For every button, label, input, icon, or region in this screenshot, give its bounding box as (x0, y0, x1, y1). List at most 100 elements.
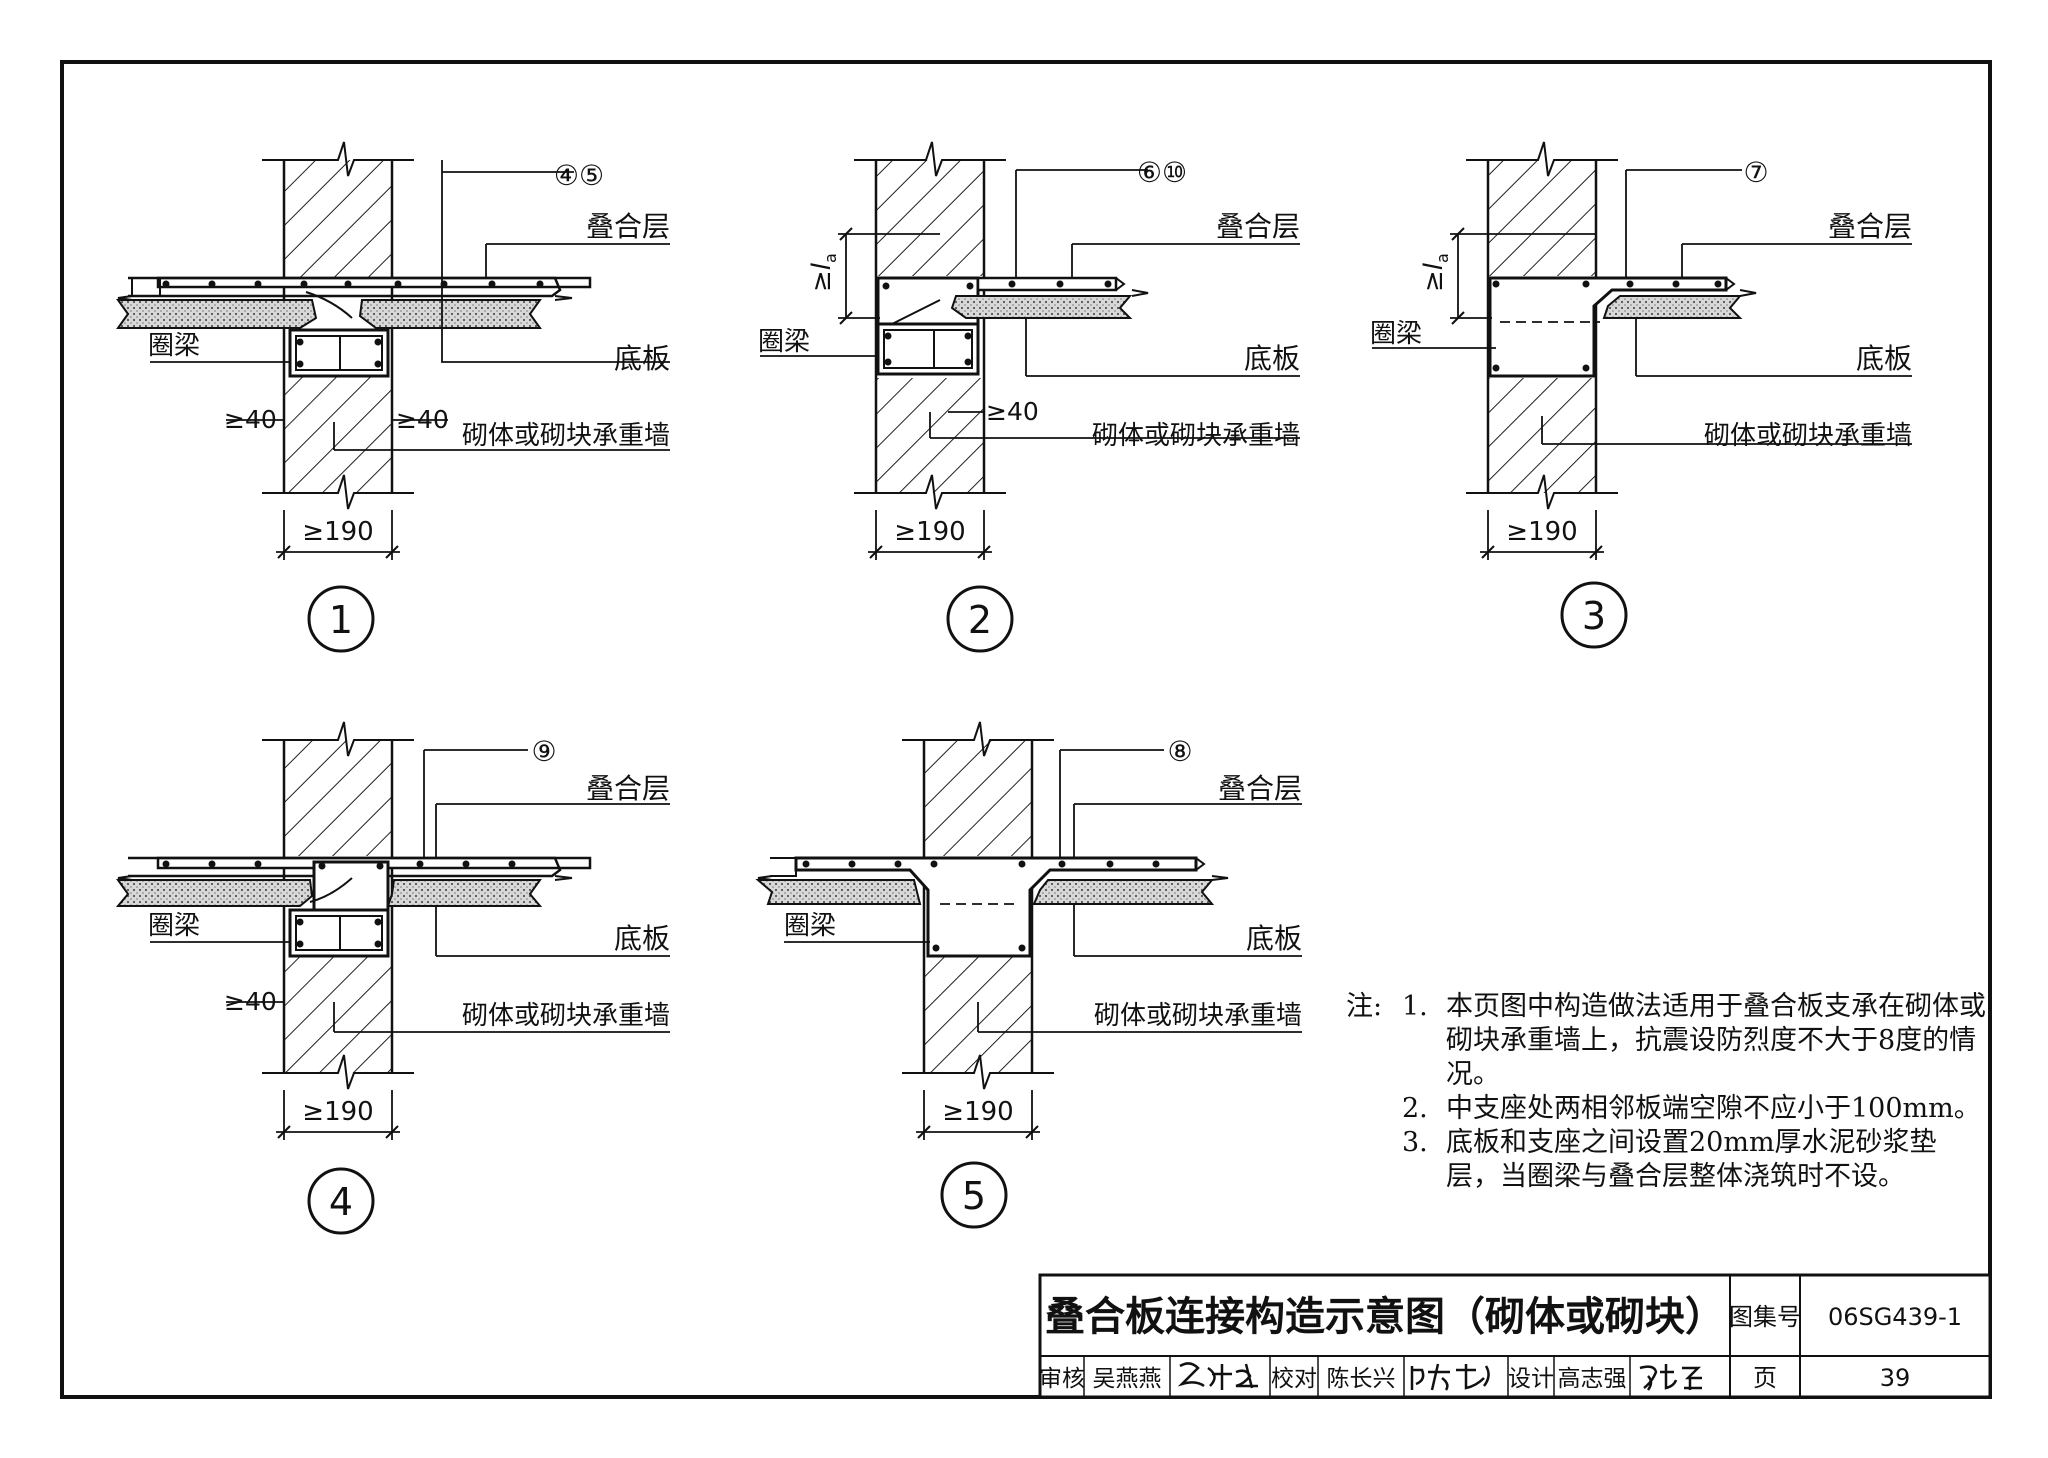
detail-marker (307, 585, 375, 653)
dim-190-label: ≥190 (894, 517, 965, 547)
break-line (854, 141, 1006, 177)
detail-number: 1 (329, 598, 353, 642)
wall-label: 砌体或砌块承重墙 (1092, 421, 1300, 451)
dim-40-label: ≥40 (224, 987, 277, 1016)
atlas-number: 06SG439-1 (1828, 1303, 1962, 1331)
detail-number: 4 (329, 1180, 353, 1224)
bottom-slab-label: 底板 (614, 342, 670, 375)
design-label: 设计 (1508, 1366, 1554, 1392)
note-text: 本页图中构造做法适用于叠合板支承在砌体或砌块承重墙上，抗震设防烈度不大于8度的情… (1446, 991, 1986, 1090)
checker-name: 陈长兴 (1327, 1366, 1396, 1392)
detail-number: 2 (968, 598, 992, 642)
break-line (262, 474, 414, 510)
callout-number: ⑨ (531, 735, 556, 768)
break-line (1466, 141, 1618, 177)
bottom-slab-label: 底板 (1244, 342, 1300, 375)
dim-190-label: ≥190 (302, 517, 373, 547)
ring-beam-label: 圈梁 (784, 911, 836, 941)
leader-line (441, 160, 670, 363)
note-number: 2. (1402, 1093, 1428, 1124)
composite-layer-label: 叠合层 (586, 772, 670, 805)
detail-marker (1560, 581, 1628, 649)
reviewer-name: 吴燕燕 (1093, 1366, 1162, 1392)
la-label: ≥la (1419, 253, 1452, 292)
composite-layer-label: 叠合层 (586, 210, 670, 243)
detail-marker (946, 585, 1014, 653)
bottom-slab-label: 底板 (614, 922, 670, 955)
bottom-slab (358, 299, 542, 329)
detail-5: 5 ⑧ 叠合层 底板 圈梁 砌体或砌块承重墙 ≥190 (755, 721, 1302, 1229)
note-text: 底板和支座之间设置20mm厚水泥砂浆垫层，当圈梁与叠合层整体浇筑时不设。 (1446, 1127, 1937, 1192)
detail-number: 3 (1582, 594, 1606, 638)
dim-40-label: ≥40 (224, 405, 277, 434)
detail-number: 5 (962, 1174, 986, 1218)
note-item: 2. 中支座处两相邻板端空隙不应小于100mm。 (1402, 1092, 1986, 1126)
note-item: 1. 本页图中构造做法适用于叠合板支承在砌体或砌块承重墙上，抗震设防烈度不大于8… (1402, 990, 1986, 1092)
title-block: 叠合板连接构造示意图（砌体或砌块） 图集号 06SG439-1 页 39 审核 … (1038, 1273, 1992, 1399)
bottom-slab-label: 底板 (1246, 922, 1302, 955)
break-line (262, 721, 414, 757)
ring-beam (1488, 276, 1728, 378)
dim-190-label: ≥190 (302, 1097, 373, 1127)
bottom-slab (1602, 295, 1743, 319)
composite-layer-label: 叠合层 (1216, 210, 1300, 243)
ring-beam-label: 圈梁 (1370, 319, 1422, 349)
ring-beam-label: 圈梁 (148, 911, 200, 941)
la-label: ≥la (807, 253, 840, 292)
ring-beam (794, 856, 1198, 958)
notes-block: 注: 1. 本页图中构造做法适用于叠合板支承在砌体或砌块承重墙上，抗震设防烈度不… (1346, 990, 1986, 1194)
svg-text:≥la: ≥la (1419, 253, 1452, 292)
atlas-label: 图集号 (1729, 1303, 1801, 1331)
designer-name: 高志强 (1558, 1366, 1627, 1392)
svg-text:≥la: ≥la (807, 253, 840, 292)
detail-1: 1 ④⑤ 叠合层 底板 圈梁 砌体或砌块承重墙 ≥40 ≥40 ≥190 (116, 141, 670, 653)
ring-beam-label: 圈梁 (148, 331, 200, 361)
bottom-slab (950, 295, 1133, 319)
bottom-slab (386, 879, 543, 907)
composite-layer (976, 276, 1118, 292)
break-line (1466, 474, 1618, 510)
break-line (262, 141, 414, 177)
designer-signature (1639, 1364, 1702, 1391)
check-label: 校对 (1271, 1366, 1317, 1392)
page-number: 39 (1880, 1364, 1911, 1392)
composite-layer-label: 叠合层 (1218, 772, 1302, 805)
callout-number: ⑧ (1167, 735, 1192, 768)
note-number: 1. (1402, 991, 1428, 1022)
composite-layer (156, 276, 592, 289)
callout-number: ⑦ (1743, 156, 1768, 189)
wall-label: 砌体或砌块承重墙 (462, 421, 670, 451)
break-line (902, 1054, 1054, 1090)
page-label: 页 (1753, 1364, 1777, 1392)
detail-marker (307, 1167, 375, 1235)
bottom-slab (115, 879, 314, 907)
detail-2: 2 ⑥⑩ 叠合层 底板 圈梁 砌体或砌块承重墙 ≥40 ≥190 ≥la (758, 141, 1300, 653)
bottom-slab (755, 879, 922, 905)
detail-3: 3 ⑦ 叠合层 底板 圈梁 砌体或砌块承重墙 ≥190 ≥la (1370, 141, 1912, 649)
break-line (854, 474, 1006, 510)
break-line (262, 1054, 414, 1090)
bottom-slab-label: 底板 (1856, 342, 1912, 375)
note-text: 中支座处两相邻板端空隙不应小于100mm。 (1446, 1093, 1981, 1124)
wall-label: 砌体或砌块承重墙 (1094, 1001, 1302, 1031)
ring-beam-label: 圈梁 (758, 327, 810, 357)
detail-marker (940, 1161, 1008, 1229)
callout-number: ⑥⑩ (1137, 156, 1187, 189)
reviewer-signature (1177, 1362, 1258, 1390)
dim-40-label: ≥40 (396, 405, 449, 434)
wall-label: 砌体或砌块承重墙 (1704, 421, 1912, 451)
checker-signature (1410, 1363, 1490, 1391)
review-label: 审核 (1039, 1366, 1085, 1392)
dim-190-label: ≥190 (1506, 517, 1577, 547)
notes-heading: 注: (1346, 991, 1383, 1022)
callout-number: ④⑤ (554, 159, 604, 192)
notes-list: 1. 本页图中构造做法适用于叠合板支承在砌体或砌块承重墙上，抗震设防烈度不大于8… (1402, 990, 1986, 1194)
dim-190-label: ≥190 (942, 1097, 1013, 1127)
detail-4: 4 ⑨ 叠合层 底板 圈梁 砌体或砌块承重墙 ≥40 ≥190 (115, 721, 670, 1235)
composite-layer-label: 叠合层 (1828, 210, 1912, 243)
bottom-slab (116, 299, 318, 329)
note-number: 3. (1402, 1127, 1428, 1158)
dim-40-label: ≥40 (986, 397, 1039, 426)
bottom-slab (1032, 879, 1215, 905)
